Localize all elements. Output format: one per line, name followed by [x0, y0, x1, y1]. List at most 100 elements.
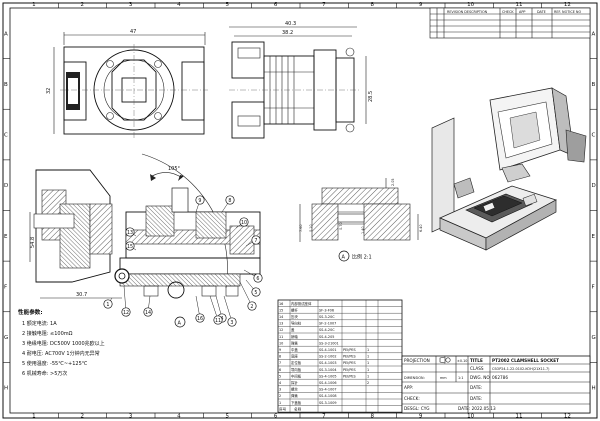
bom-cell: 15: [279, 308, 283, 312]
bom-cell: 1: [367, 368, 369, 372]
bom-cell: SS-3-1004: [319, 368, 337, 372]
dim-detail-e: 0.70: [339, 222, 343, 230]
bom-cell: 10: [279, 341, 283, 345]
app-date-label: DATE:: [470, 385, 482, 390]
revision-table: REVISION DESCRIPTION CHECK APP DATE REF.…: [429, 7, 591, 39]
bom-cell: SS-4-1007: [319, 388, 337, 392]
bom-cell: 13: [279, 322, 283, 326]
bom-cell: SS-3-1009: [319, 401, 337, 405]
dim-side-height: 28.5: [368, 91, 374, 102]
callout-number: 3: [230, 320, 233, 326]
callout-bubble: [251, 287, 261, 297]
spec-line-1: 1 额定电流: 1A: [22, 320, 57, 327]
bom-cell: 1: [367, 361, 369, 365]
dimension-unit: mm: [440, 376, 447, 380]
callout-bubble: [213, 315, 223, 325]
bom-cell: 底座: [291, 354, 298, 359]
bom-cell: 销轴: [291, 334, 298, 339]
dwg-label: DWG. NO: [470, 375, 490, 380]
callout-number: 13: [127, 230, 133, 236]
callout-bubble: [195, 313, 205, 323]
bom-cell: 8: [279, 355, 281, 359]
callout-bubble: [227, 317, 237, 327]
border-row-label: C: [4, 133, 8, 139]
bom-cell: SS-4-1008: [319, 394, 337, 398]
border-row-label: D: [592, 183, 596, 189]
bom-cell: 导向柱: [291, 321, 302, 326]
rev-header-app: APP: [519, 10, 525, 14]
bom-cell: 7: [279, 361, 281, 365]
title-block: PROJECTION ±0.10 TITLE PT2002 CLAMSHELL …: [401, 355, 591, 414]
bom-cell: 9: [279, 348, 281, 352]
bom-cell: 中盖: [291, 347, 298, 352]
callout-number: 10: [241, 220, 247, 226]
bom-cell: SS-3-21001: [319, 341, 339, 345]
border-column-label: 5: [226, 2, 230, 8]
dimension-label: DIMENSION:: [404, 376, 425, 380]
callout-number: 2: [250, 304, 253, 310]
dim-front-height: 32: [46, 88, 52, 94]
bom-cell: 中间板: [291, 373, 302, 378]
callout-bubble: [195, 195, 205, 205]
app-label: APP:: [404, 385, 413, 390]
bom-cell: 弹簧: [291, 340, 298, 345]
border-column-label: 2: [81, 414, 85, 420]
bom-cell: 11: [279, 335, 283, 339]
bom-cell: 内部测试座体: [291, 301, 312, 306]
border-column-label: 6: [274, 414, 278, 420]
border-column-label: 7: [322, 2, 326, 8]
border-column-label: 9: [419, 414, 423, 420]
callout-bubble: [125, 241, 135, 251]
callout-number: 8: [228, 198, 231, 204]
bom-cell: SS-4-205: [319, 335, 334, 339]
bom-cell: 3: [279, 388, 281, 392]
border-row-label: F: [592, 284, 595, 290]
isometric-render: [431, 87, 587, 251]
border-row-label: H: [4, 386, 8, 392]
border-row-label: A: [4, 31, 8, 37]
spec-line-6: 6 机械寿命: >5万次: [22, 370, 67, 377]
border-column-label: 10: [467, 2, 474, 8]
dim-section-width: 30.7: [76, 292, 87, 298]
scale-value: 1:1: [458, 376, 463, 380]
callout-number: 1: [106, 302, 109, 308]
bom-cell: 12: [279, 328, 283, 332]
title-value: PT2002 CLAMSHELL SOCKET: [492, 358, 559, 363]
bom-cell: SF-2-1007: [319, 322, 336, 326]
bom-header-no: 序号: [279, 406, 287, 411]
border-row-label: G: [4, 335, 8, 341]
bom-cell: SS-4-1005: [319, 374, 337, 378]
callout-number: 15: [127, 244, 133, 250]
specs-title: 性能参数:: [17, 308, 43, 316]
bom-cell: 导向板: [291, 367, 302, 372]
border-column-label: 9: [419, 2, 423, 8]
callout-bubble: [125, 227, 135, 237]
bom-cell: PEI/PES: [343, 348, 356, 352]
callout-bubble: [143, 307, 153, 317]
callout-number: 7: [254, 238, 257, 244]
dim-side-inner: 38.2: [282, 30, 293, 36]
dim-detail-d: 0.10: [309, 224, 313, 232]
callout-bubble: [247, 301, 257, 311]
bom-cell: 弹簧: [291, 393, 298, 398]
border-column-label: 4: [177, 2, 181, 8]
border-row-label: B: [4, 82, 8, 88]
projection-label: PROJECTION: [404, 358, 430, 363]
rev-header-date: DATE: [537, 10, 546, 14]
class-label: CLASS: [470, 366, 484, 371]
specs-block: 性能参数: 1 额定电流: 1A 2 接触电阻: ≤100mΩ 3 绝缘电阻: …: [17, 308, 105, 377]
rev-header-check: CHECK: [502, 10, 514, 14]
bom-cell: SS-4-1006: [319, 381, 337, 385]
border-row-label: E: [4, 234, 8, 240]
dim-detail-c: 6.40: [419, 224, 423, 232]
border-column-label: 7: [322, 414, 326, 420]
border-column-label: 12: [564, 2, 571, 8]
border-column-label: 1: [32, 2, 36, 8]
border-column-label: 10: [467, 414, 474, 420]
bom-cell: 16: [279, 302, 283, 306]
bom-cell: PEI/PES: [343, 355, 356, 359]
border-column-label: 12: [564, 414, 571, 420]
bom-cell: 探针: [291, 380, 298, 385]
